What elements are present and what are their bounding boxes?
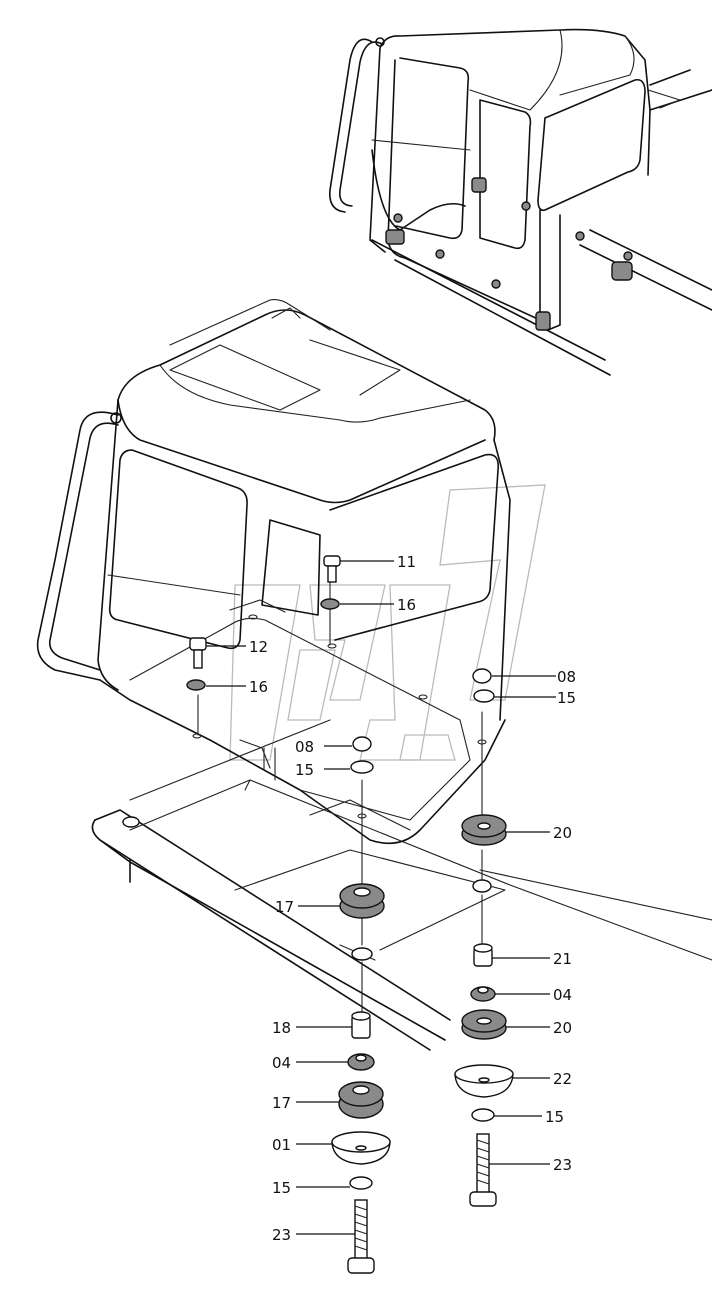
callout-16: 16 xyxy=(397,596,416,614)
nut-08-icon xyxy=(472,668,492,684)
callout-08: 08 xyxy=(557,668,576,686)
rubber-mount-20-icon xyxy=(461,814,507,846)
bolt-11-icon xyxy=(323,555,341,583)
callout-16: 16 xyxy=(249,678,268,696)
callout-01: 01 xyxy=(272,1136,291,1154)
sleeve-21-icon xyxy=(473,943,493,967)
washer-15-icon xyxy=(350,760,374,774)
callout-04: 04 xyxy=(272,1054,291,1072)
watermark-logo xyxy=(229,484,546,761)
washer-16-icon xyxy=(186,679,206,691)
nut-08-icon xyxy=(352,736,372,752)
callout-08: 08 xyxy=(295,738,314,756)
mounting-frame xyxy=(91,719,712,1051)
callout-20: 20 xyxy=(553,824,572,842)
plate-04-icon xyxy=(470,986,496,1002)
callout-21: 21 xyxy=(553,950,572,968)
callout-15: 15 xyxy=(272,1179,291,1197)
callout-20: 20 xyxy=(553,1019,572,1037)
rubber-mount-17-icon xyxy=(338,1081,384,1119)
callout-11: 11 xyxy=(397,553,416,571)
rubber-mount-20-icon xyxy=(461,1009,507,1040)
plate-04-icon xyxy=(347,1053,375,1071)
rubber-mount-17-icon xyxy=(339,883,385,919)
callout-23: 23 xyxy=(272,1226,291,1244)
bolt-23-icon xyxy=(347,1199,375,1274)
callout-15: 15 xyxy=(545,1108,564,1126)
callout-labels: 11 16 12 16 08 15 08 15 20 17 21 04 18 2… xyxy=(249,553,576,1244)
bolt-23-icon xyxy=(469,1133,497,1207)
washer-15-icon xyxy=(471,1108,495,1122)
washer-15-icon xyxy=(473,689,495,703)
cup-22-icon xyxy=(454,1064,514,1098)
sleeve-18-icon xyxy=(351,1011,371,1039)
callout-12: 12 xyxy=(249,638,268,656)
washer-15-icon xyxy=(349,1176,373,1190)
cab-installed-view xyxy=(328,28,712,376)
callout-15: 15 xyxy=(295,761,314,779)
callout-18: 18 xyxy=(272,1019,291,1037)
callout-15: 15 xyxy=(557,689,576,707)
callout-17: 17 xyxy=(275,898,294,916)
parts xyxy=(186,555,514,1274)
callout-04: 04 xyxy=(553,986,572,1004)
bolt-12-icon xyxy=(189,637,207,669)
callout-23: 23 xyxy=(553,1156,572,1174)
assembly-lines xyxy=(197,581,483,1016)
callout-22: 22 xyxy=(553,1070,572,1088)
cup-01-icon xyxy=(331,1131,391,1165)
callout-17: 17 xyxy=(272,1094,291,1112)
leader-lines xyxy=(206,560,556,1235)
washer-16-icon xyxy=(320,598,340,610)
cab-body xyxy=(36,299,511,845)
